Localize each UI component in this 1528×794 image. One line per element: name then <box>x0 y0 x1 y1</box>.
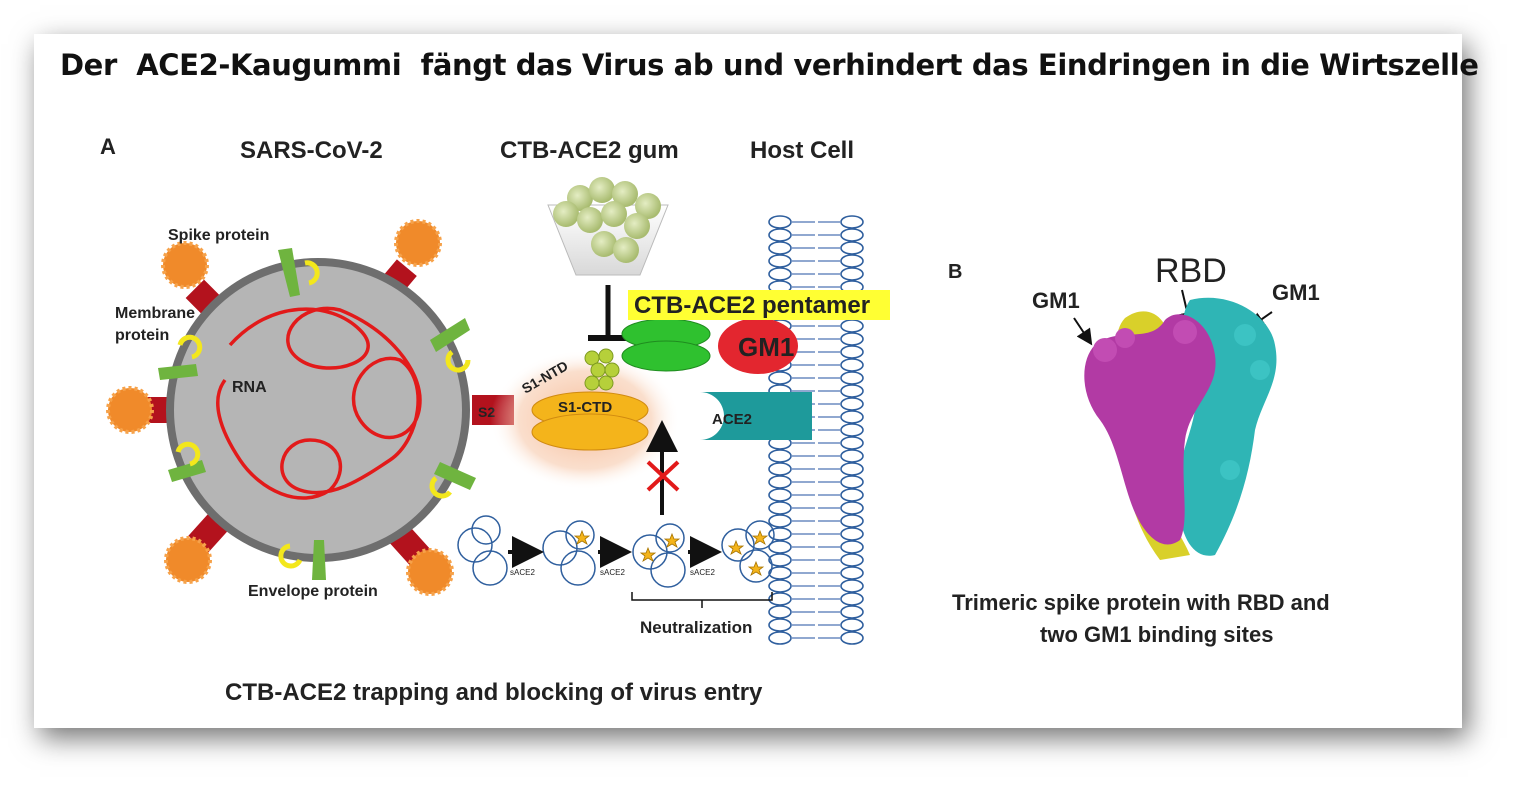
heading-host-cell: Host Cell <box>750 137 854 164</box>
lipid-head <box>768 462 792 476</box>
sace2-label-1: sACE2 <box>510 568 535 577</box>
lipid-head <box>840 410 864 424</box>
s1-ntd-cluster <box>584 348 620 391</box>
rna-label: RNA <box>232 379 267 396</box>
ace2-label: ACE2 <box>712 411 752 428</box>
sace2-label-2: sACE2 <box>600 568 625 577</box>
lipid-head <box>840 319 864 333</box>
lipid-head <box>840 488 864 502</box>
lipid-head <box>840 553 864 567</box>
neutralization-bracket <box>631 592 773 608</box>
lipid-head <box>840 384 864 398</box>
gm1-label-a: GM1 <box>738 332 794 362</box>
lipid-head <box>840 436 864 450</box>
membrane-proteins <box>158 248 476 580</box>
gm1-right-label: GM1 <box>1272 280 1320 305</box>
lipid-head <box>840 592 864 606</box>
neutralization-label: Neutralization <box>640 618 752 637</box>
gm1-marker <box>718 318 798 374</box>
lipid-head <box>768 215 792 229</box>
lipid-head <box>768 631 792 645</box>
membrane-protein-label-2: protein <box>115 327 169 344</box>
lipid-head <box>768 579 792 593</box>
lipid-head <box>840 579 864 593</box>
spike-bottom-right <box>385 520 454 596</box>
sace2-label-3: sACE2 <box>690 568 715 577</box>
lipid-head <box>840 540 864 554</box>
panel-b-caption-line-2: two GM1 binding sites <box>1040 622 1273 647</box>
inhibition-symbol <box>588 285 628 341</box>
lipid-head <box>768 514 792 528</box>
spike-protein-label: Spike protein <box>168 227 269 244</box>
pentamer-label: CTB-ACE2 pentamer <box>634 292 870 319</box>
lipid-head <box>840 618 864 632</box>
lipid-head <box>768 449 792 463</box>
lipid-head <box>840 241 864 255</box>
lipid-head <box>840 449 864 463</box>
lipid-head <box>840 566 864 580</box>
lipid-head <box>768 241 792 255</box>
ace2-receptor <box>700 392 812 440</box>
virus-particle <box>166 258 470 562</box>
lipid-head <box>840 332 864 346</box>
lipid-head <box>840 254 864 268</box>
lipid-head <box>768 501 792 515</box>
lipid-head <box>768 618 792 632</box>
lipid-head <box>768 267 792 281</box>
lipid-head <box>840 345 864 359</box>
s1-ctd-label: S1-CTD <box>558 399 612 416</box>
lipid-head <box>840 501 864 515</box>
pentamer-highlight <box>628 290 890 320</box>
page-title: Der ACE2-Kaugummi fängt das Virus ab und… <box>60 48 1479 82</box>
block-x-mark <box>646 460 680 492</box>
bound-virus-stars <box>573 529 769 576</box>
lipid-head <box>840 514 864 528</box>
lipid-head <box>768 254 792 268</box>
membrane-protein-label-1: Membrane <box>115 305 195 322</box>
panel-b-caption-line-1: Trimeric spike protein with RBD and <box>952 590 1330 615</box>
rna-strand <box>216 306 422 500</box>
lipid-head <box>768 371 792 385</box>
lipid-head <box>840 475 864 489</box>
lipid-head <box>768 488 792 502</box>
lipid-head <box>840 371 864 385</box>
lipid-head <box>840 423 864 437</box>
lipid-head <box>768 475 792 489</box>
envelope-proteins <box>175 260 471 569</box>
lipid-head <box>768 228 792 242</box>
panel-a-letter: A <box>100 134 116 159</box>
trimeric-spike-structure <box>1084 297 1277 560</box>
gum-bowl-image <box>547 177 669 276</box>
panel-a-caption: CTB-ACE2 trapping and blocking of virus … <box>225 679 763 706</box>
lipid-head <box>840 228 864 242</box>
rbd-label: RBD <box>1155 252 1227 290</box>
lipid-head <box>840 527 864 541</box>
lipid-head <box>840 462 864 476</box>
gm1-left-label: GM1 <box>1032 288 1080 313</box>
panel-b-letter: B <box>948 261 962 283</box>
lipid-head <box>840 605 864 619</box>
neutralization-sequence <box>457 515 775 588</box>
envelope-protein-label: Envelope protein <box>248 583 378 600</box>
lipid-head <box>840 358 864 372</box>
lipid-head <box>840 631 864 645</box>
s1-ctd-domain-2 <box>531 413 649 451</box>
lipid-head <box>840 267 864 281</box>
heading-sars-cov-2: SARS-CoV-2 <box>240 137 383 164</box>
lipid-head <box>840 215 864 229</box>
pentamer-subunit-2 <box>621 340 711 372</box>
lipid-head <box>840 397 864 411</box>
lipid-head <box>768 605 792 619</box>
heading-ctb-ace2-gum: CTB-ACE2 gum <box>500 137 679 164</box>
